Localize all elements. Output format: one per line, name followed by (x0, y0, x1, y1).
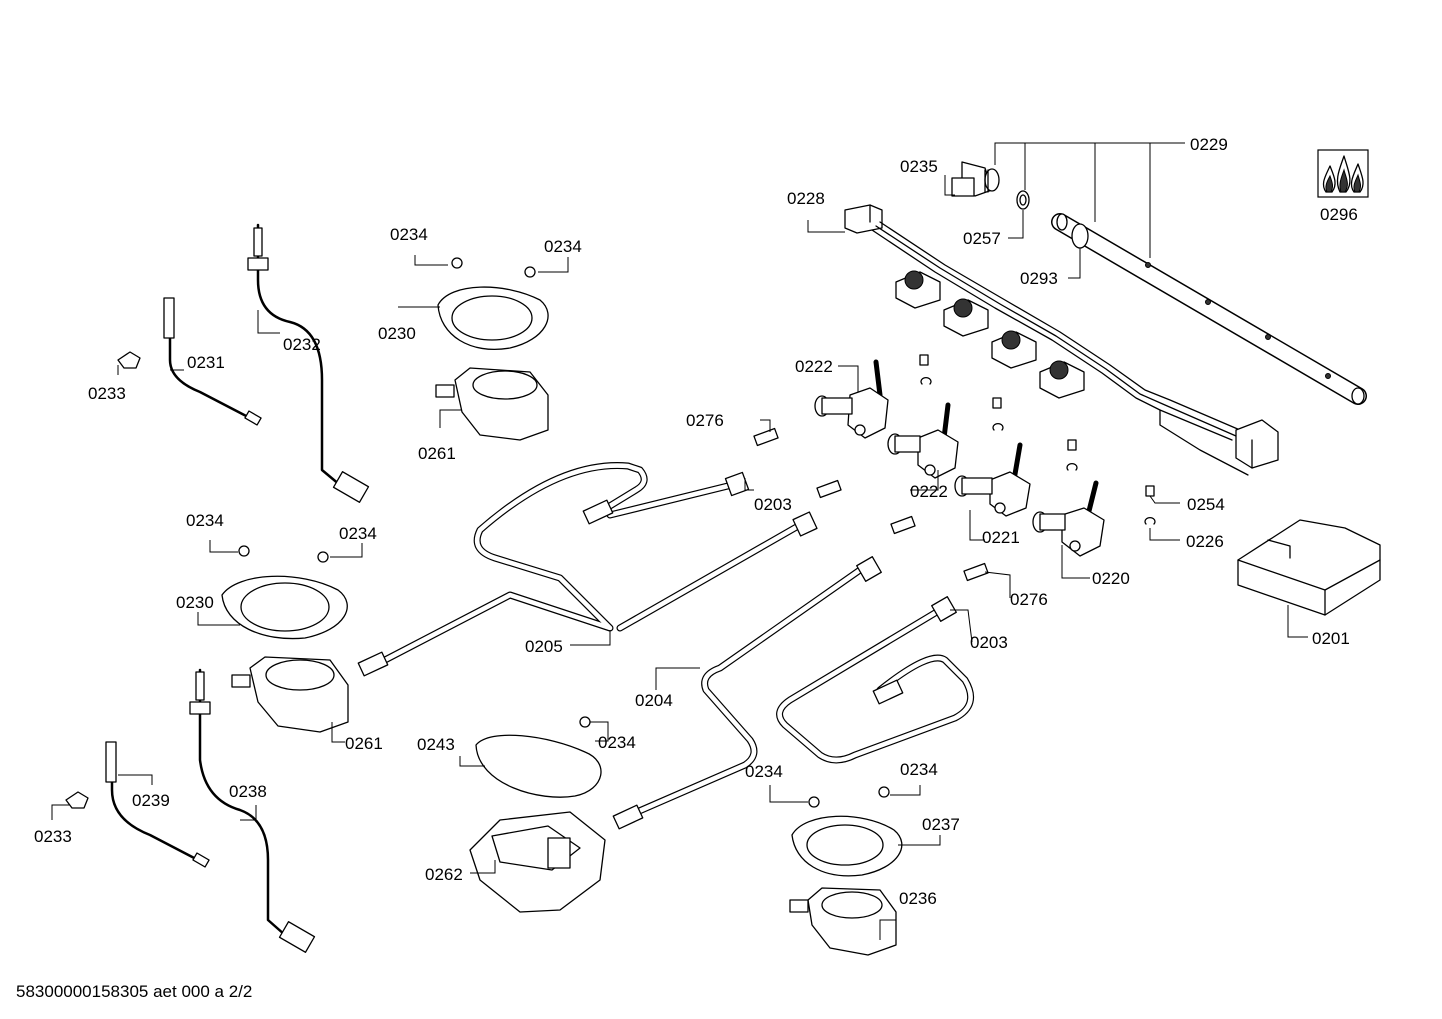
label-0203-a: 0203 (754, 495, 792, 514)
label-0221: 0221 (982, 528, 1020, 547)
label-0237: 0237 (922, 815, 960, 834)
label-0243: 0243 (417, 735, 455, 754)
label-0226: 0226 (1186, 532, 1224, 551)
igniter-electrodes (65, 297, 262, 868)
burner-upper (435, 257, 549, 441)
label-0203-b: 0203 (970, 633, 1008, 652)
label-0239: 0239 (132, 791, 170, 810)
label-0296: 0296 (1320, 205, 1358, 224)
ignition-harness (844, 204, 1279, 476)
leader-lines (51, 142, 1308, 940)
label-0233-b: 0233 (34, 827, 72, 846)
label-0229: 0229 (1190, 135, 1228, 154)
label-0234-a: 0234 (390, 225, 428, 244)
burner-middle (221, 545, 349, 733)
gas-pipes (357, 427, 989, 830)
label-0257: 0257 (963, 229, 1001, 248)
label-0205: 0205 (525, 637, 563, 656)
label-0234-e: 0234 (598, 733, 636, 752)
label-0222-b: 0222 (910, 482, 948, 501)
label-0234-f: 0234 (745, 762, 783, 781)
label-0276-a: 0276 (686, 411, 724, 430)
label-0231: 0231 (187, 353, 225, 372)
gas-manifold-assembly (844, 161, 1367, 476)
thermocouples (189, 223, 370, 953)
label-0234-d: 0234 (339, 524, 377, 543)
label-0233-a: 0233 (88, 384, 126, 403)
label-0230-a: 0230 (378, 324, 416, 343)
gas-valve-taps (814, 354, 1156, 557)
label-0222-a: 0222 (795, 357, 833, 376)
label-0234-g: 0234 (900, 760, 938, 779)
label-0238: 0238 (229, 782, 267, 801)
gas-flame-icon (1317, 149, 1369, 198)
manifold-tube (1051, 213, 1367, 405)
label-0234-b: 0234 (544, 237, 582, 256)
label-0235: 0235 (900, 157, 938, 176)
part-labels: 0229 0235 0296 0228 0257 0293 0234 0234 … (34, 135, 1358, 908)
label-0261-a: 0261 (418, 444, 456, 463)
label-0293: 0293 (1020, 269, 1058, 288)
elbow-fitting (951, 161, 1000, 197)
label-0220: 0220 (1092, 569, 1130, 588)
label-0261-b: 0261 (345, 734, 383, 753)
label-0228: 0228 (787, 189, 825, 208)
hob-base-housing (1237, 519, 1381, 616)
label-0254: 0254 (1187, 495, 1225, 514)
label-0230-b: 0230 (176, 593, 214, 612)
label-0201: 0201 (1312, 629, 1350, 648)
label-0204: 0204 (635, 691, 673, 710)
label-0276-b: 0276 (1010, 590, 1048, 609)
document-id: 58300000158305 aet 000 a 2/2 (16, 982, 252, 1001)
label-0236: 0236 (899, 889, 937, 908)
label-0262: 0262 (425, 865, 463, 884)
burner-fish-kettle (469, 716, 606, 913)
label-0232: 0232 (283, 335, 321, 354)
sealing-washer (1016, 190, 1030, 210)
label-0234-c: 0234 (186, 511, 224, 530)
burner-lower (789, 786, 903, 956)
